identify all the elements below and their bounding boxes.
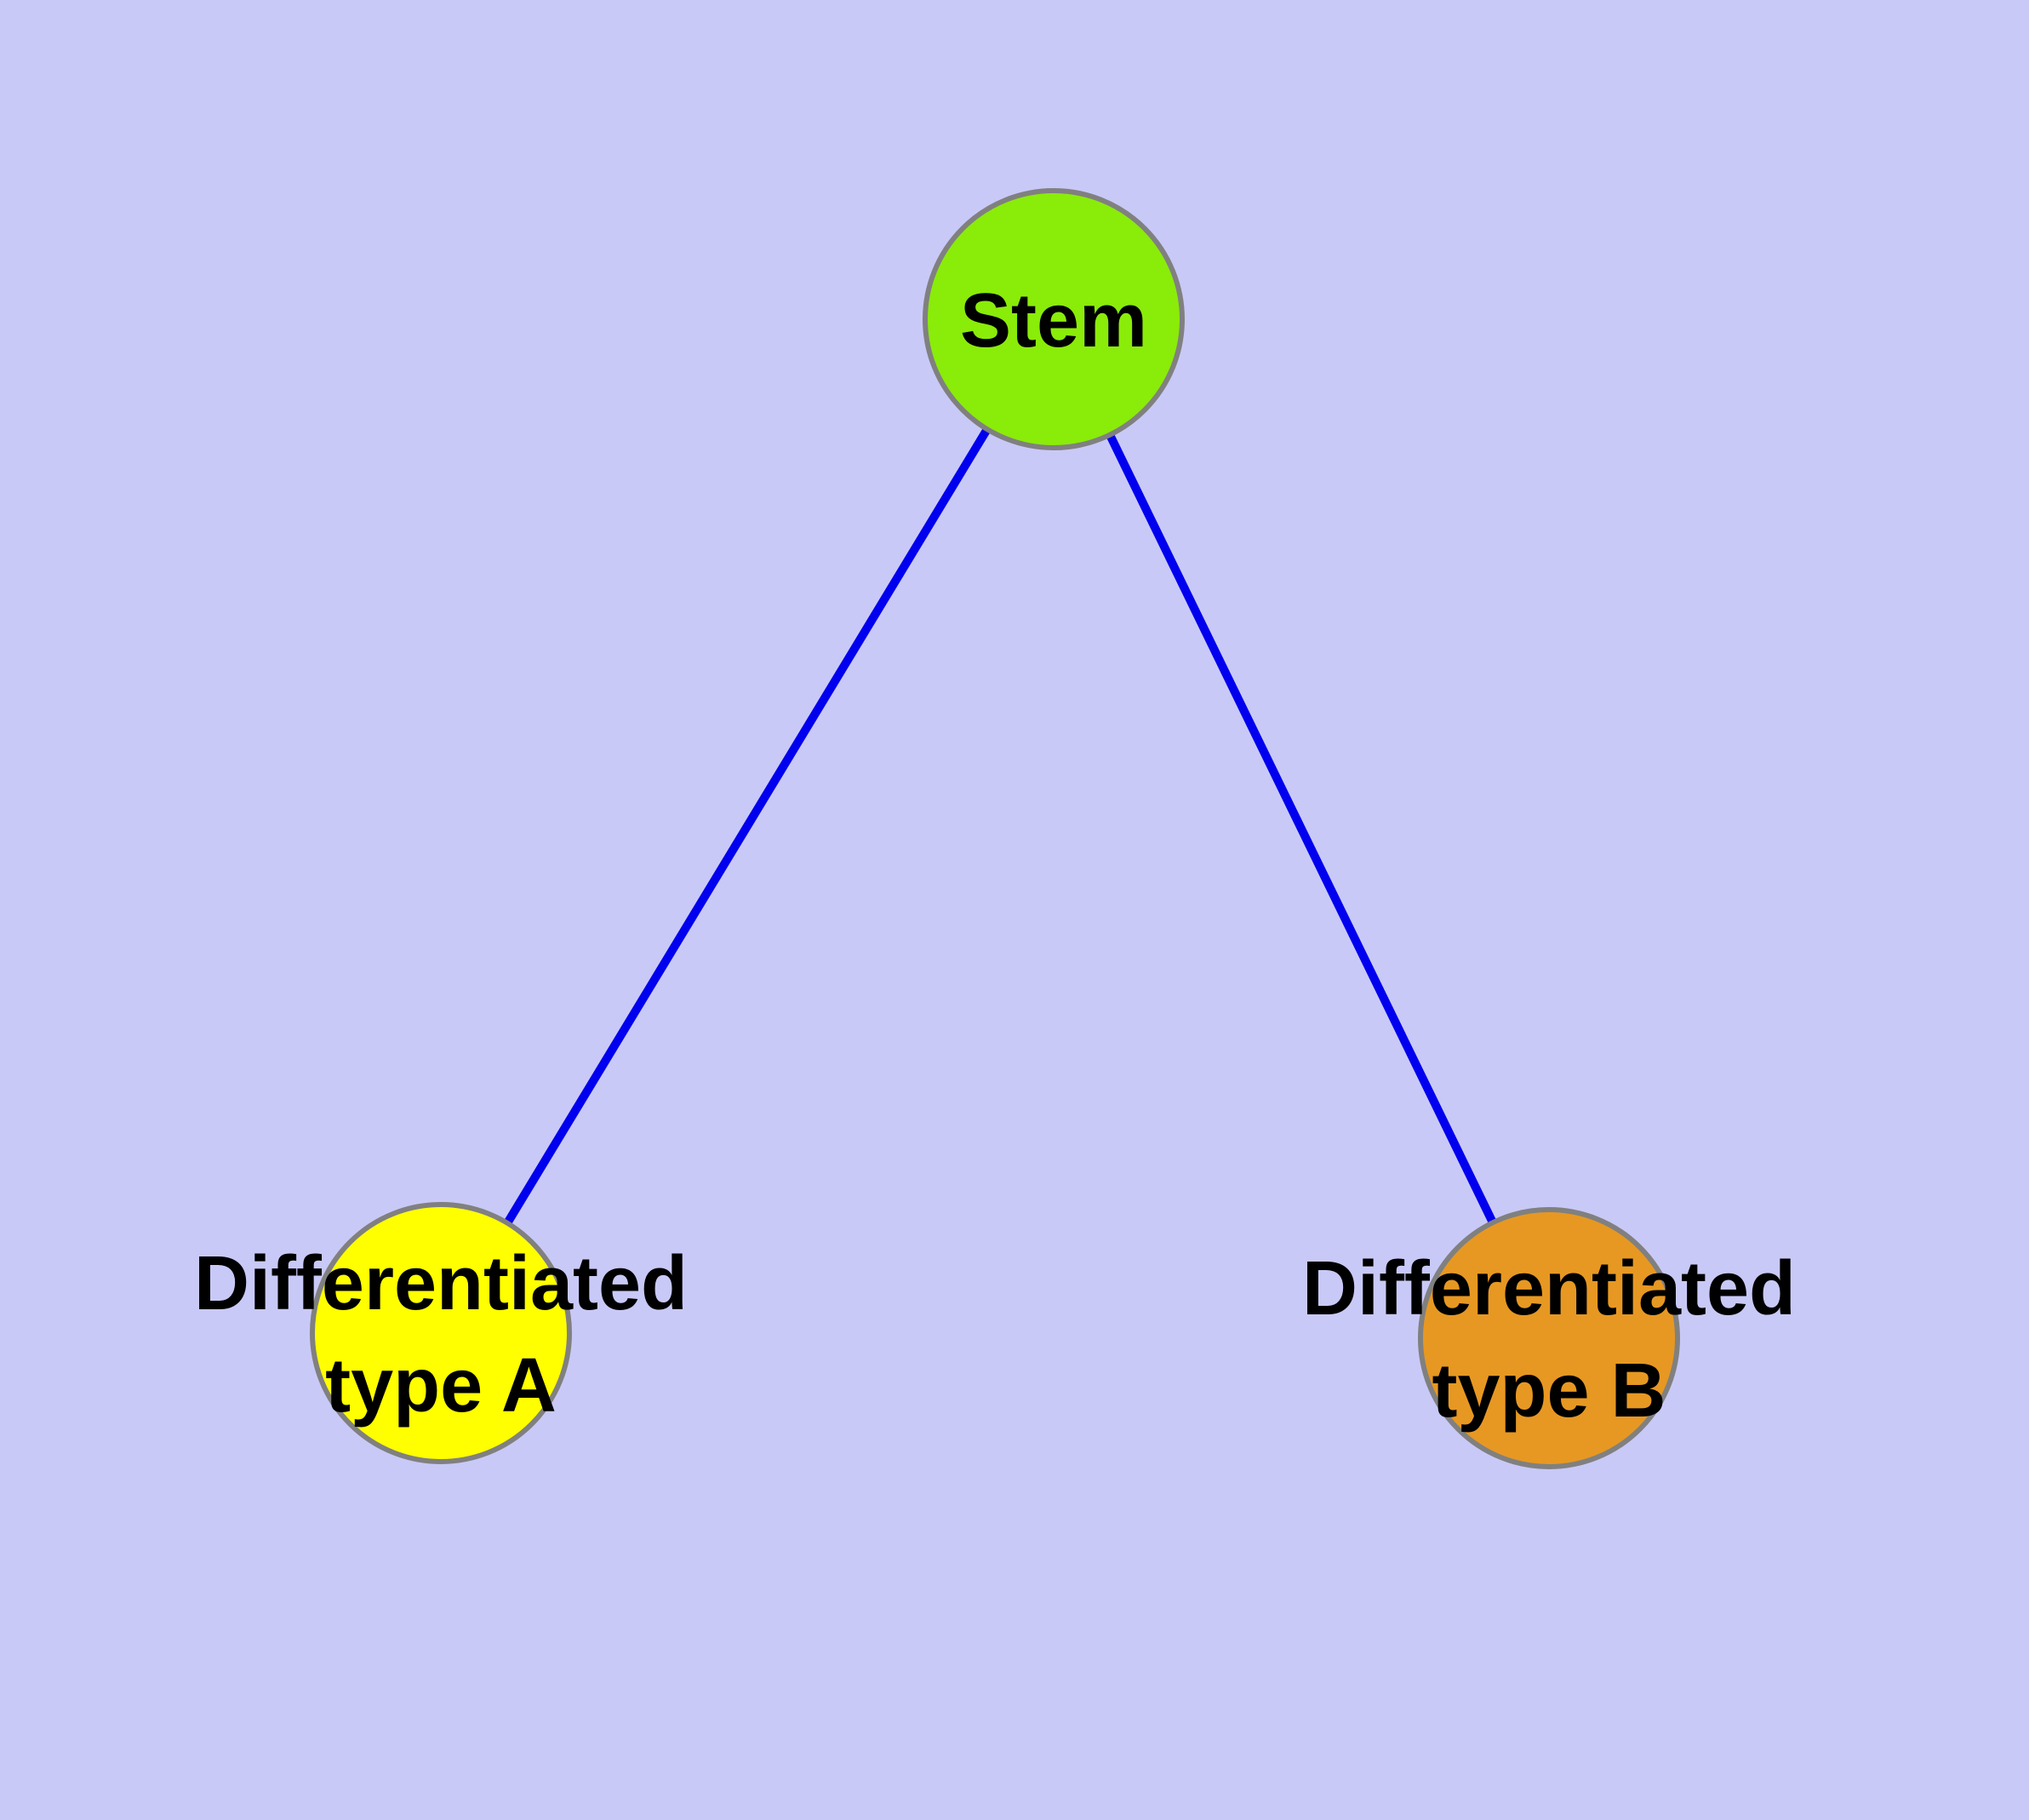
node-stem-circle bbox=[923, 188, 1185, 450]
edge-layer bbox=[437, 317, 1553, 1341]
edge-stem-typeA bbox=[437, 317, 1058, 1336]
node-stem-label: Stem bbox=[960, 278, 1147, 363]
node-layer bbox=[310, 188, 1680, 1469]
node-typeA-circle bbox=[310, 1202, 572, 1464]
edge-stem-typeB bbox=[1049, 317, 1553, 1341]
node-typeB-circle bbox=[1418, 1207, 1680, 1469]
